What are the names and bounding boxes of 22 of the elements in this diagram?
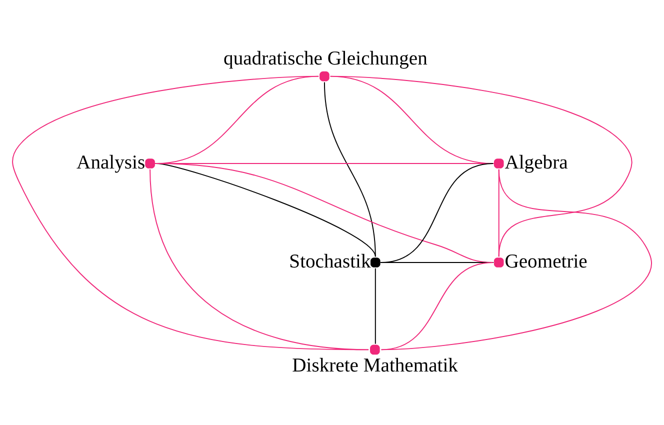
node-label: Algebra bbox=[504, 152, 568, 173]
node-label: Geometrie bbox=[504, 250, 588, 272]
connector bbox=[374, 267, 376, 344]
node-circle bbox=[370, 257, 380, 267]
connector bbox=[150, 168, 370, 350]
node-circle bbox=[494, 158, 504, 168]
connector bbox=[12, 75, 370, 350]
node-circle bbox=[145, 158, 155, 168]
node-label: Analysis bbox=[76, 152, 146, 173]
connector bbox=[324, 81, 376, 257]
node-label: Diskrete Mathematik bbox=[292, 354, 458, 376]
connector bbox=[330, 75, 632, 257]
connector bbox=[380, 262, 494, 350]
node-label: quadratische Gleichungen bbox=[224, 48, 428, 70]
node-circle bbox=[370, 344, 380, 354]
node-circle bbox=[320, 70, 330, 81]
connector bbox=[380, 162, 494, 262]
node-circle bbox=[494, 257, 504, 267]
connector bbox=[155, 162, 494, 262]
connector bbox=[154, 162, 494, 164]
node-label: Stochastik bbox=[289, 250, 371, 272]
connector bbox=[380, 168, 652, 350]
